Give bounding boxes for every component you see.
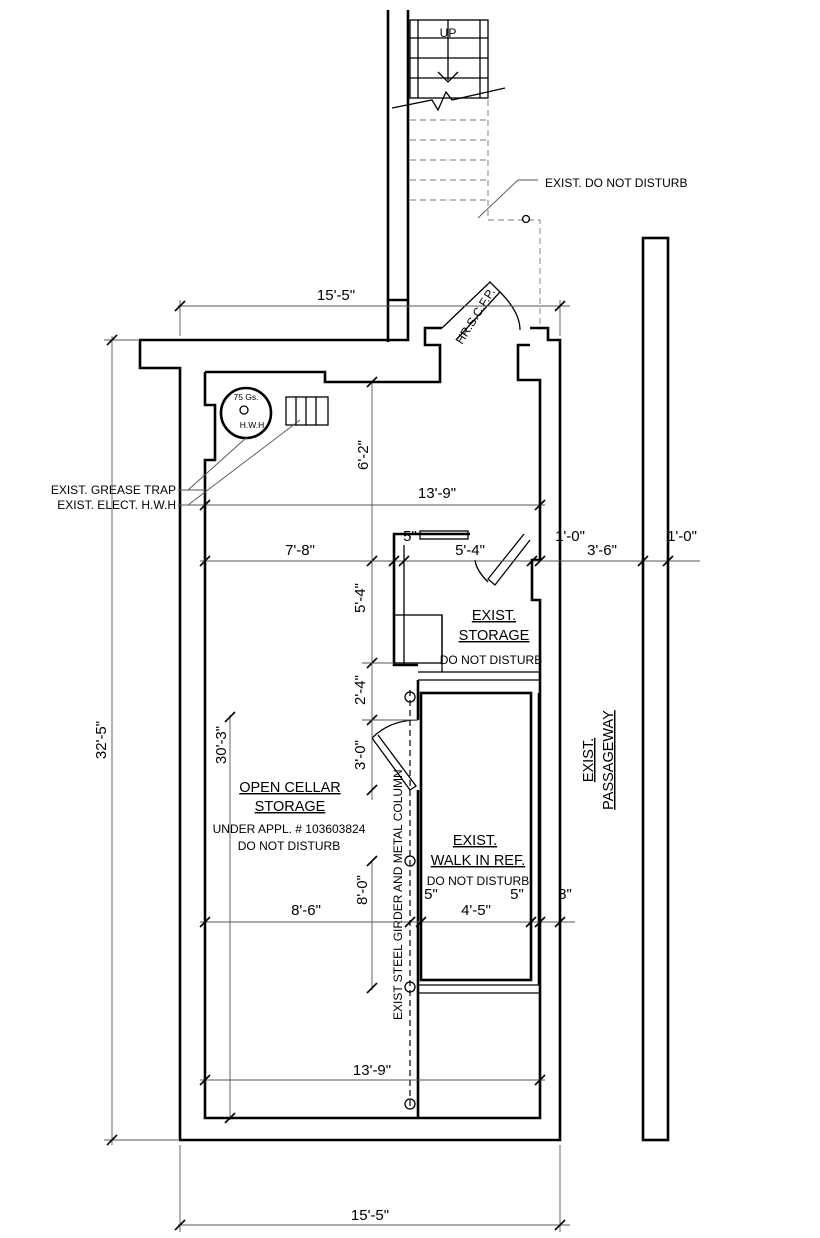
water-heater: 75 Gs. H.W.H EXIST. GREASE TRAP EXIST. E… [51, 386, 329, 512]
fire-door-label: HR.S.C.F.P. [453, 286, 498, 347]
storage-room: EXIST. STORAGE DO NOT DISTURB [392, 530, 542, 681]
dim-cellar-height: 30'-3" [213, 726, 230, 764]
dim-width-upper: 13'-9" [418, 485, 456, 502]
dim-top-width: 15'-5" [317, 287, 355, 304]
passageway-label-2: PASSAGEWAY [601, 710, 617, 810]
passageway-wall: EXIST. PASSAGEWAY [581, 236, 670, 1142]
exist-do-not-disturb-label: EXIST. DO NOT DISTURB [545, 176, 687, 190]
cellar-note: DO NOT DISTURB [238, 839, 340, 853]
dim-ref-wall-left: 5" [424, 886, 438, 903]
dim-storage-wall-a: 5" [403, 528, 417, 545]
ref-label-2: WALK IN REF. [431, 853, 526, 869]
cellar-appl: UNDER APPL. # 103603824 [213, 822, 366, 836]
dimension-lines: 15'-5" 15'-5" 32'-5" 30'-3" 6'-2" 5'-4" … [93, 287, 700, 1232]
dim-exterior-wall: 8" [558, 886, 572, 903]
dim-door-width: 3'-0" [352, 740, 369, 770]
girder-label: EXIST STEEL GIRDER AND METAL COLUMN [391, 769, 405, 1020]
passageway-label-1: EXIST. [581, 738, 597, 782]
ref-label-1: EXIST. [453, 833, 497, 849]
dim-passage-wall: 1'-0" [667, 528, 697, 545]
cellar-walls: HR.S.C.F.P. [138, 281, 562, 1142]
heater-capacity: 75 Gs. [233, 392, 258, 402]
walk-in-ref: EXIST. WALK IN REF. DO NOT DISTURB [418, 691, 541, 994]
storage-label-2: STORAGE [459, 628, 530, 644]
cellar-label-1: OPEN CELLAR [239, 780, 341, 796]
heater-tag: H.W.H [240, 420, 265, 430]
grease-trap-label: EXIST. GREASE TRAP [51, 483, 176, 497]
girder-line: EXIST STEEL GIRDER AND METAL COLUMN [371, 680, 420, 1118]
exist-do-not-disturb-note: EXIST. DO NOT DISTURB [477, 176, 687, 219]
storage-label-1: EXIST. [472, 608, 516, 624]
elect-hwh-label: EXIST. ELECT. H.W.H [57, 498, 176, 512]
dim-overall-height: 32'-5" [93, 721, 110, 759]
stair-up-label: UP [440, 26, 457, 40]
ref-note: DO NOT DISTURB [427, 874, 529, 888]
dim-width-lower: 13'-9" [353, 1062, 391, 1079]
stair-shaft: UP [386, 10, 541, 330]
dim-left-to-girder: 8'-6" [291, 902, 321, 919]
dim-upper-height: 6'-2" [355, 440, 372, 470]
column-marker [404, 855, 416, 867]
column-marker [404, 981, 416, 993]
dim-storage-opening: 5'-4" [455, 542, 485, 559]
cellar-label-2: STORAGE [255, 799, 326, 815]
dim-passage-gap: 3'-6" [587, 542, 617, 559]
dim-girder-span: 8'-0" [354, 875, 371, 905]
column-marker [404, 691, 416, 703]
dim-bottom-width: 15'-5" [351, 1207, 389, 1224]
dim-storage-height: 5'-4" [352, 583, 369, 613]
column-marker [404, 1098, 416, 1110]
dim-ref-interior: 4'-5" [461, 902, 491, 919]
dim-left-to-storage: 7'-8" [285, 542, 315, 559]
dim-storage-wall-b: 1'-0" [555, 528, 585, 545]
open-cellar-labels: OPEN CELLAR STORAGE UNDER APPL. # 103603… [213, 780, 366, 853]
storage-note: DO NOT DISTURB [440, 653, 542, 667]
dim-ref-wall-right: 5" [510, 886, 524, 903]
dim-door-offset: 2'-4" [352, 675, 369, 705]
